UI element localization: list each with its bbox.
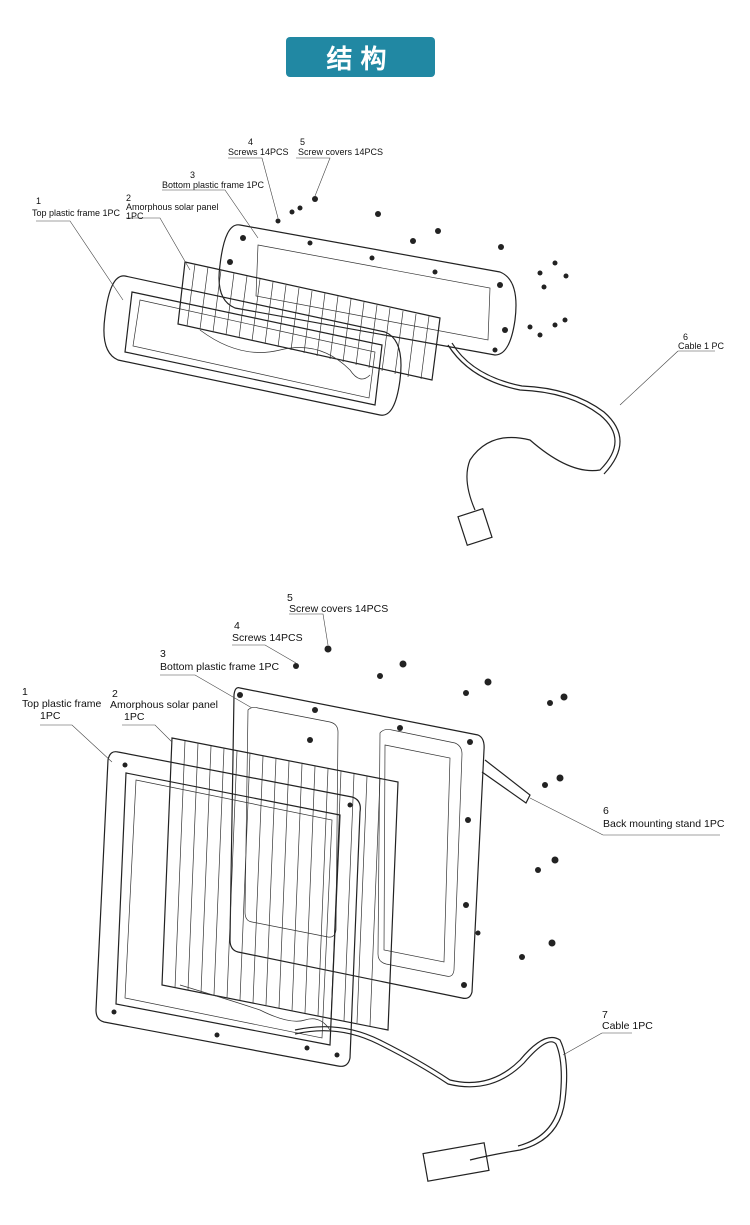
label-cable-bottom: Cable 1PC bbox=[602, 1020, 653, 1032]
amorphous-solar-panel-top bbox=[177, 261, 441, 381]
label-num-4-bottom: 4 bbox=[234, 620, 240, 632]
cable-top bbox=[447, 342, 621, 547]
label-top-frame-qty-bottom: 1PC bbox=[40, 710, 61, 722]
page-title: 结构 bbox=[286, 37, 435, 77]
label-amorphous-panel-qty-bottom: 1PC bbox=[124, 711, 145, 723]
label-amorphous-panel-bottom: Amorphous solar panel bbox=[110, 699, 218, 711]
label-screw-covers-bottom: Screw covers 14PCS bbox=[289, 603, 389, 615]
label-num-2-top: 2 bbox=[126, 193, 132, 203]
label-num-3-top: 3 bbox=[190, 170, 196, 180]
back-mounting-stand bbox=[481, 759, 531, 804]
label-num-7-bottom: 7 bbox=[602, 1009, 608, 1021]
top-plastic-frame-top bbox=[103, 275, 402, 416]
label-amorphous-panel-qty-top: 1PC bbox=[126, 211, 144, 221]
label-num-6-top: 6 bbox=[683, 332, 689, 342]
label-screws-bottom: Screws 14PCS bbox=[232, 632, 303, 644]
label-num-4-top: 4 bbox=[248, 137, 254, 147]
label-top-frame-bottom: Top plastic frame bbox=[22, 698, 102, 710]
label-top-plastic-frame-top: Top plastic frame 1PC bbox=[32, 208, 121, 218]
label-screws-top: Screws 14PCS bbox=[228, 147, 289, 157]
label-num-6-bottom: 6 bbox=[603, 805, 609, 817]
label-bottom-frame-top: Bottom plastic frame 1PC bbox=[162, 180, 265, 190]
label-num-1-top: 1 bbox=[36, 196, 42, 206]
cable-bottom bbox=[294, 1026, 568, 1182]
label-bottom-frame-bottom: Bottom plastic frame 1PC bbox=[160, 661, 280, 673]
label-num-1-bottom: 1 bbox=[22, 686, 28, 698]
leaders-bottom bbox=[40, 613, 720, 1056]
label-num-3-bottom: 3 bbox=[160, 648, 166, 660]
screws-bottom bbox=[293, 645, 568, 960]
top-plastic-frame-bottom bbox=[95, 751, 361, 1067]
label-num-2-bottom: 2 bbox=[112, 688, 118, 700]
screws-top bbox=[275, 196, 569, 338]
leaders-top bbox=[36, 157, 715, 406]
bottom-plastic-frame-top bbox=[218, 224, 517, 356]
bottom-plastic-frame-bottom bbox=[229, 687, 485, 999]
label-num-5-top: 5 bbox=[300, 137, 306, 147]
label-back-stand-bottom: Back mounting stand 1PC bbox=[603, 818, 725, 830]
label-num-5-bottom: 5 bbox=[287, 592, 293, 604]
label-amorphous-panel-top: Amorphous solar panel bbox=[126, 202, 219, 212]
label-screw-covers-top: Screw covers 14PCS bbox=[298, 147, 384, 157]
amorphous-solar-panel-bottom bbox=[161, 737, 399, 1031]
label-cable-top: Cable 1 PC bbox=[678, 341, 725, 351]
